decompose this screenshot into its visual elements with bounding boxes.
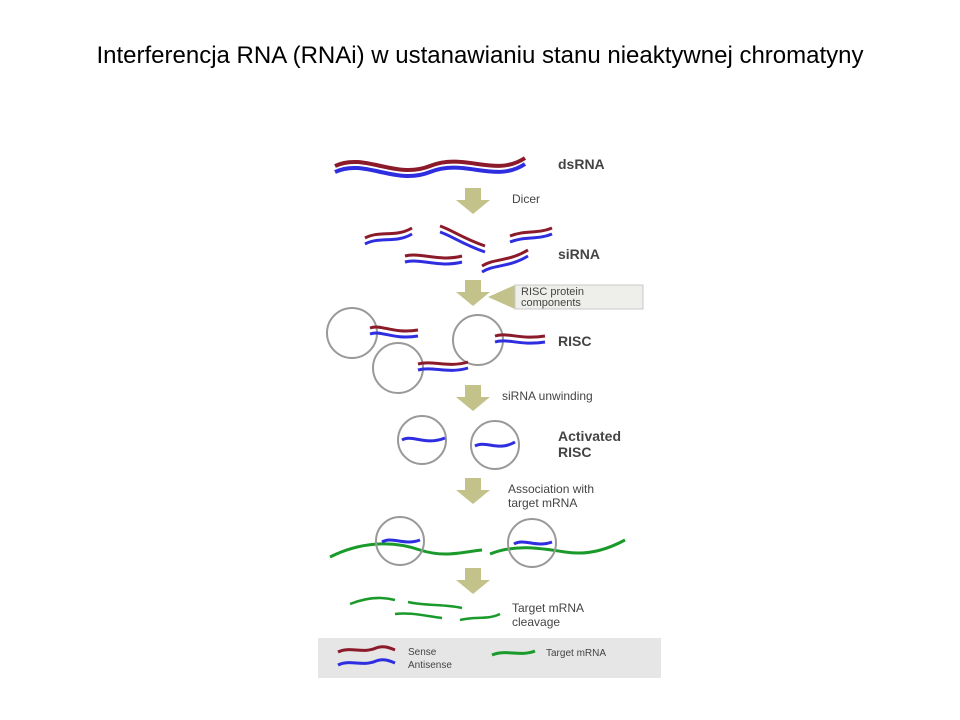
step-arrow-cleavage bbox=[456, 568, 490, 594]
slide-title: Interferencja RNA (RNAi) w ustanawianiu … bbox=[96, 42, 864, 69]
association-label-1: Association with bbox=[508, 482, 594, 496]
risc-label: RISC bbox=[558, 333, 591, 349]
risc-components-label-1: RISC protein bbox=[521, 286, 584, 298]
legend-sense-label: Sense bbox=[408, 647, 437, 658]
dsrna-duplex bbox=[334, 156, 527, 178]
legend bbox=[318, 638, 661, 678]
risc-components-arrow bbox=[488, 284, 644, 310]
activated-risc-label-1: Activated bbox=[558, 428, 621, 444]
legend-antisense-label: Antisense bbox=[408, 660, 452, 671]
association-label-2: target mRNA bbox=[508, 496, 577, 510]
legend-antisense-swatch bbox=[337, 658, 396, 667]
legend-target-label: Target mRNA bbox=[546, 648, 606, 659]
dsrna-antisense-strand bbox=[334, 162, 527, 178]
dicer-label: Dicer bbox=[512, 192, 540, 206]
risc-components-label-2: components bbox=[521, 297, 581, 309]
sirna-fragments bbox=[364, 224, 553, 274]
step-arrow-unwinding bbox=[456, 385, 490, 411]
legend-target-swatch bbox=[491, 649, 536, 657]
risc-complexes bbox=[326, 307, 546, 394]
dsrna-sense-strand bbox=[334, 156, 527, 172]
step-arrow-association bbox=[456, 478, 490, 504]
activated-risc-complexes bbox=[397, 415, 520, 470]
unwinding-label: siRNA unwinding bbox=[502, 389, 593, 403]
risc-target-binding bbox=[329, 516, 626, 568]
step-arrow-dicer bbox=[456, 188, 490, 214]
activated-risc-label-2: RISC bbox=[558, 444, 591, 460]
legend-sense-swatch bbox=[337, 645, 396, 654]
cleavage-label-1: Target mRNA bbox=[512, 601, 584, 615]
cleaved-mrna-fragments bbox=[349, 596, 501, 622]
dsrna-label: dsRNA bbox=[558, 156, 605, 172]
sirna-label: siRNA bbox=[558, 246, 600, 262]
step-arrow-risc bbox=[456, 280, 490, 306]
cleavage-label-2: cleavage bbox=[512, 615, 560, 629]
